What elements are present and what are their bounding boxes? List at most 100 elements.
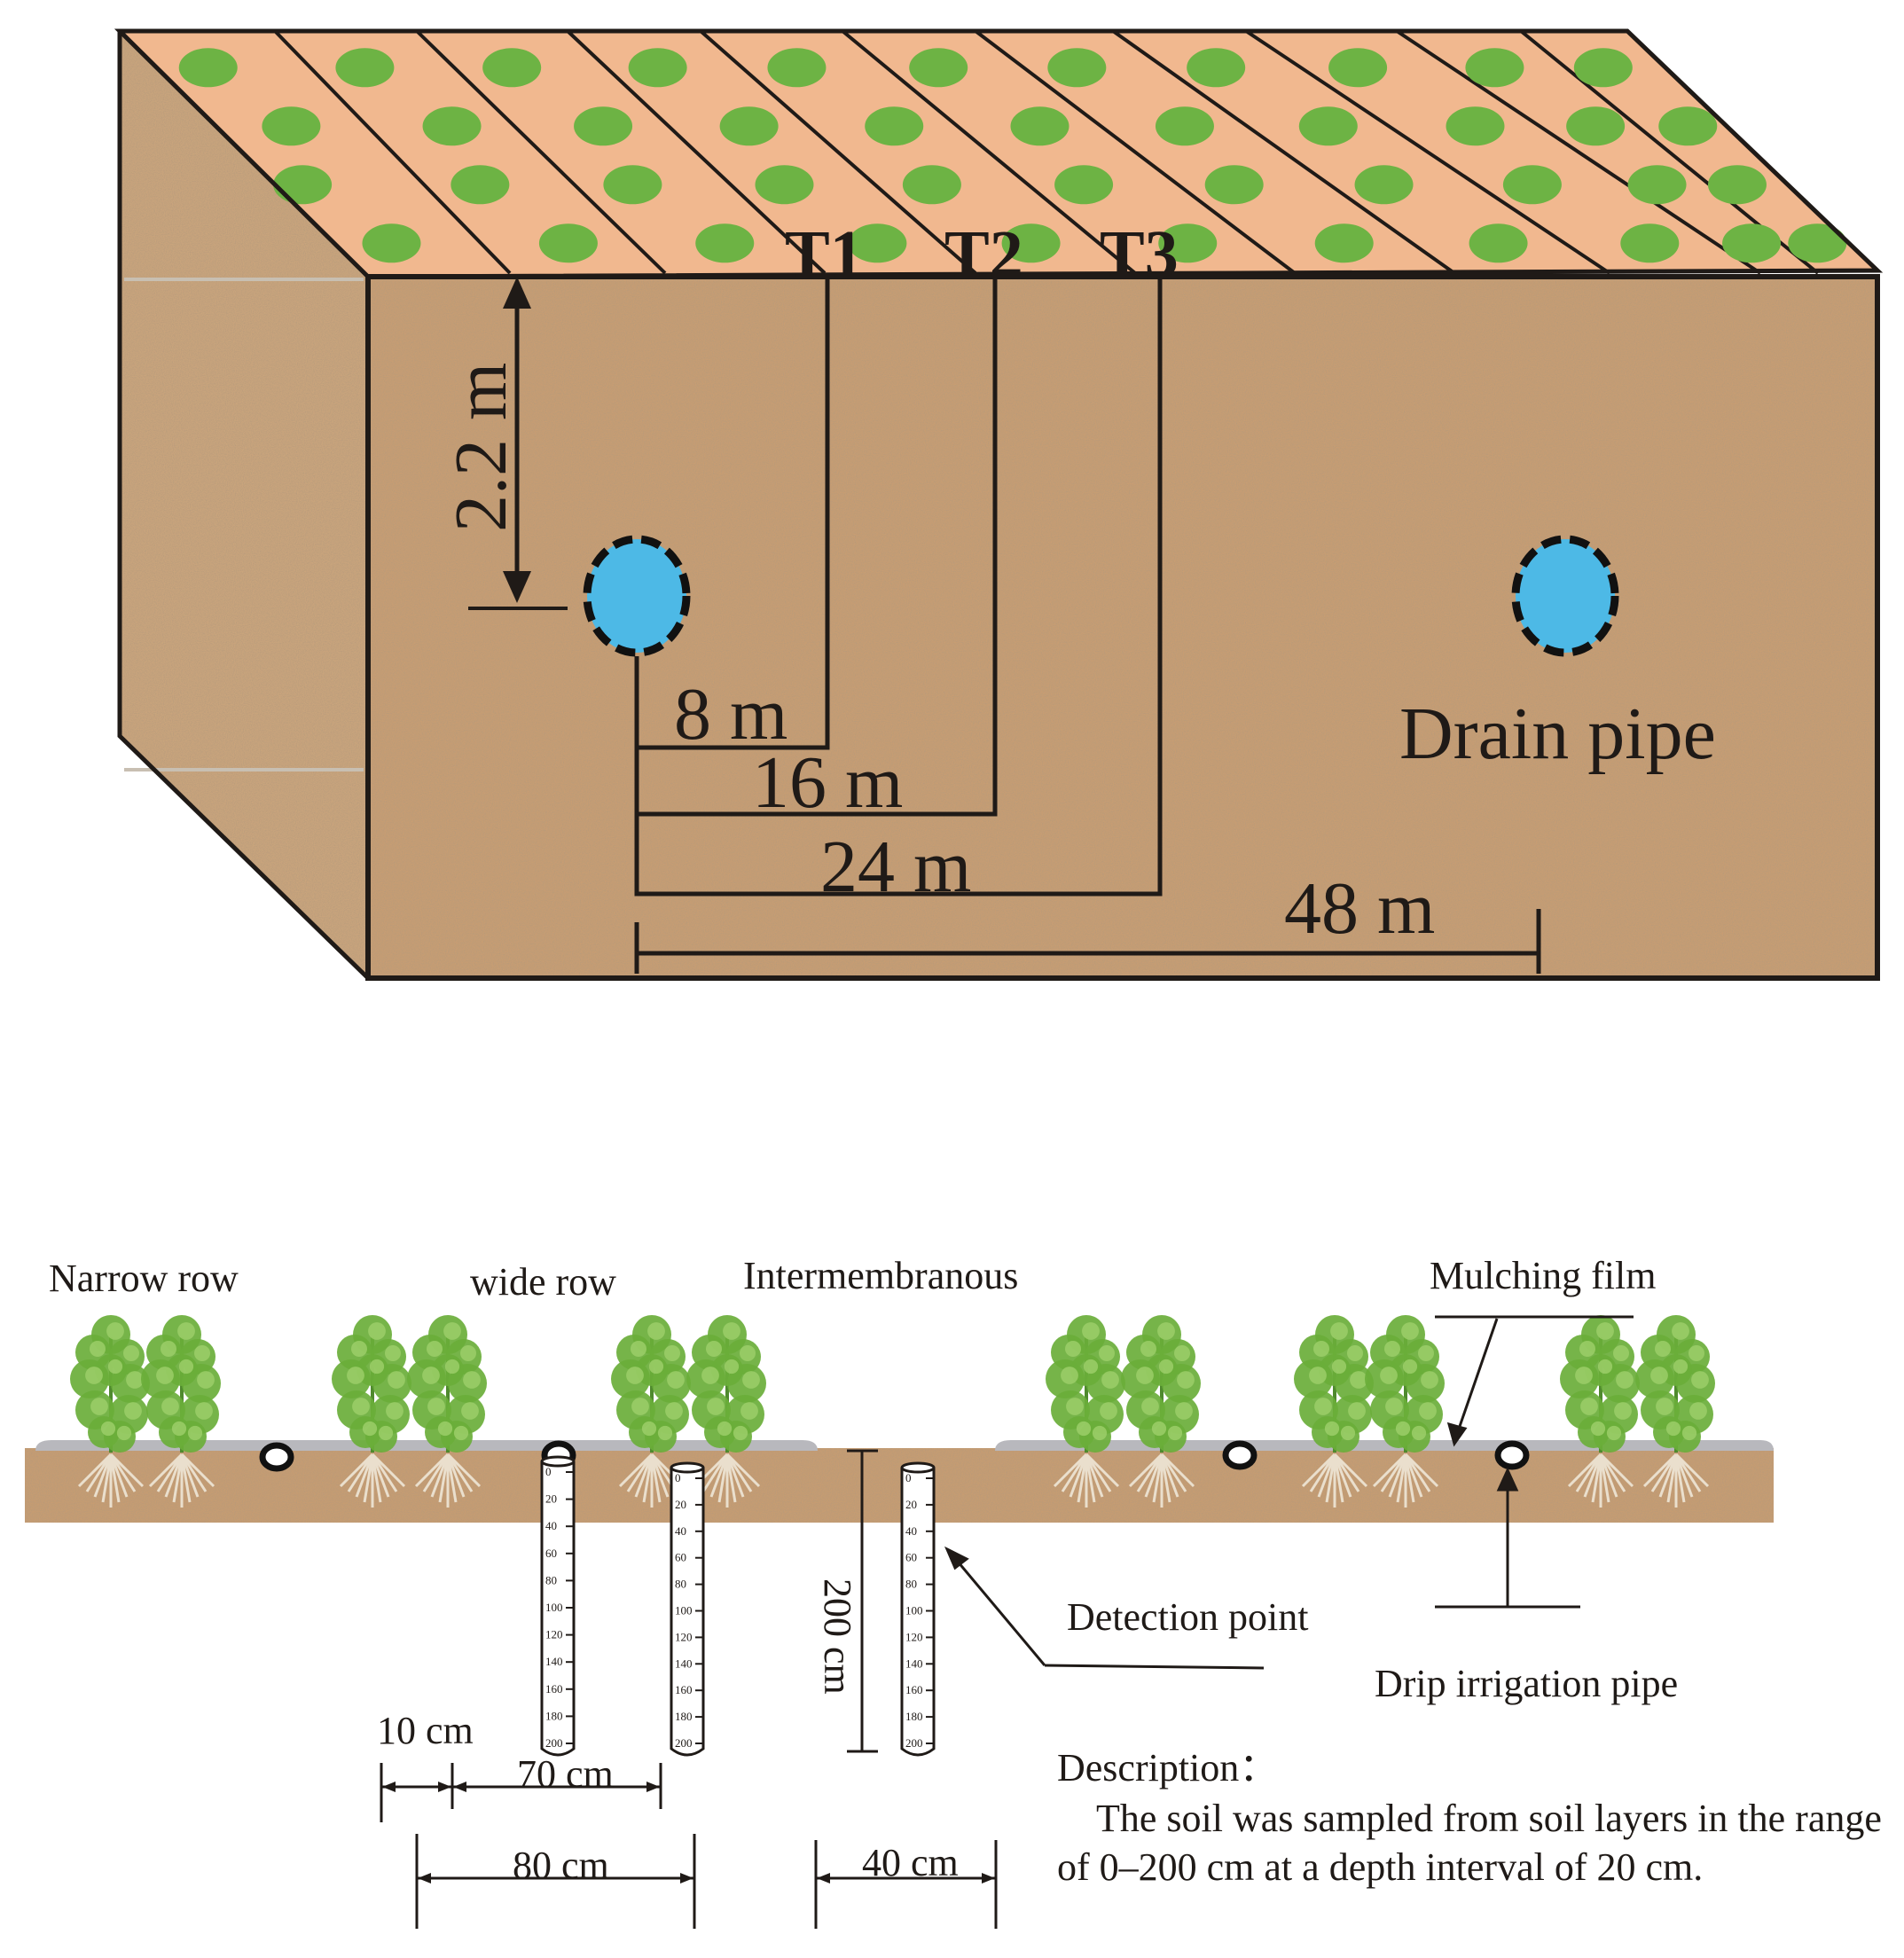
depth-arrow bbox=[468, 277, 568, 610]
description-title: Description： bbox=[1057, 1746, 1278, 1790]
plant-dot bbox=[1328, 48, 1388, 88]
sampling-tubes: 0204060801001201401601802000204060801001… bbox=[540, 1455, 936, 1757]
description-line-1: The soil was sampled from soil layers in… bbox=[1096, 1797, 1882, 1840]
spacing-dimension bbox=[634, 909, 1541, 974]
trench-lines bbox=[634, 277, 1163, 897]
plant-dot bbox=[1187, 48, 1246, 88]
plant-dot bbox=[865, 106, 924, 146]
cross-section: 0204060801001201401601802000204060801001… bbox=[25, 1315, 1774, 1757]
plant-dot bbox=[1658, 106, 1718, 146]
tube-tick-label: 200 bbox=[545, 1736, 563, 1750]
bed-separator-line bbox=[1395, 29, 1762, 275]
mulching-film-pointer bbox=[1435, 1315, 1634, 1447]
tube-tick-label: 120 bbox=[675, 1630, 693, 1643]
tube-tick-label: 20 bbox=[675, 1498, 686, 1511]
plant-dot bbox=[451, 165, 510, 205]
width-dimensions bbox=[380, 1763, 998, 1929]
trench-label-t2: T2 bbox=[944, 217, 1023, 292]
plant-dot bbox=[1158, 223, 1218, 263]
cotton-plant bbox=[1121, 1315, 1201, 1508]
tube-tick-label: 160 bbox=[905, 1683, 923, 1696]
plant-dot bbox=[538, 223, 598, 263]
plant-dot bbox=[1204, 165, 1264, 205]
cotton-plants bbox=[70, 1315, 1715, 1508]
tube-tick-label: 180 bbox=[675, 1710, 693, 1723]
plant-dot bbox=[628, 48, 687, 88]
plant-dot bbox=[362, 223, 421, 263]
plant-dot bbox=[1446, 106, 1505, 146]
tube-tick-label: 120 bbox=[545, 1628, 563, 1641]
cotton-plant bbox=[332, 1315, 411, 1508]
cotton-plant bbox=[611, 1315, 691, 1508]
bed-separator-line bbox=[1244, 29, 1611, 275]
distance-16m: 16 m bbox=[752, 741, 903, 824]
tube-tick-label: 40 bbox=[905, 1524, 917, 1538]
plant-dot bbox=[1047, 48, 1107, 88]
tube-tick-label: 100 bbox=[675, 1604, 693, 1617]
depth-200-label: 200 cm bbox=[816, 1578, 859, 1695]
tube-tick-label: 80 bbox=[905, 1578, 917, 1591]
plant-dot bbox=[1788, 223, 1847, 263]
tube-tick-label: 140 bbox=[905, 1656, 923, 1670]
plant-dot bbox=[335, 48, 395, 88]
tube-tick-label: 0 bbox=[905, 1471, 912, 1484]
cotton-plant bbox=[141, 1315, 221, 1508]
plant-dot bbox=[695, 223, 755, 263]
bed-separator-line bbox=[415, 29, 667, 275]
tube-tick-label: 20 bbox=[545, 1492, 557, 1506]
tube-tick-label: 60 bbox=[675, 1551, 686, 1564]
cotton-plant bbox=[1560, 1315, 1640, 1508]
bed-separator-line bbox=[1111, 29, 1456, 275]
cotton-plant bbox=[686, 1315, 766, 1508]
tube-tick-label: 60 bbox=[545, 1547, 557, 1560]
description-line-2: of 0–200 cm at a depth interval of 20 cm… bbox=[1057, 1845, 1703, 1889]
plant-dot bbox=[1001, 223, 1061, 263]
drain-pipe-right bbox=[1511, 535, 1619, 657]
distance-24m: 24 m bbox=[820, 826, 971, 908]
plant-dot bbox=[909, 48, 968, 88]
tube-tick-label: 200 bbox=[905, 1736, 923, 1750]
bed-separators bbox=[273, 29, 1820, 275]
plant-dot bbox=[902, 165, 961, 205]
plant-dot bbox=[178, 48, 238, 88]
plant-dot bbox=[848, 223, 907, 263]
plant-dot bbox=[1502, 165, 1562, 205]
bed-separator-line bbox=[699, 29, 977, 275]
block-top-face bbox=[120, 31, 1877, 277]
detection-point-pointer bbox=[944, 1546, 1265, 1670]
dimension-80cm: 80 cm bbox=[513, 1844, 609, 1887]
tube-tick-label: 160 bbox=[675, 1683, 693, 1696]
plant-dot bbox=[767, 48, 827, 88]
cotton-plant bbox=[1046, 1315, 1125, 1508]
plant-dot bbox=[1298, 106, 1358, 146]
mulching-film-left bbox=[35, 1440, 818, 1451]
plant-dot bbox=[1465, 48, 1524, 88]
plant-dot bbox=[1469, 223, 1528, 263]
tube-tick-label: 180 bbox=[905, 1710, 923, 1723]
cotton-plant bbox=[407, 1315, 487, 1508]
plant-dot bbox=[482, 48, 542, 88]
drip-pipe-label: Drip irrigation pipe bbox=[1375, 1662, 1678, 1705]
tube-tick-label: 140 bbox=[675, 1656, 693, 1670]
field-block bbox=[114, 28, 1884, 981]
cotton-plant bbox=[1365, 1315, 1445, 1508]
plant-dot bbox=[1707, 165, 1767, 205]
tube-tick-label: 100 bbox=[905, 1604, 923, 1617]
bed-separator-line bbox=[841, 29, 1137, 275]
tube-tick-label: 40 bbox=[675, 1524, 686, 1538]
tube-tick-label: 20 bbox=[905, 1498, 917, 1511]
tube-tick-label: 200 bbox=[675, 1736, 693, 1750]
plant-dot bbox=[273, 165, 333, 205]
plant-dot bbox=[1354, 165, 1414, 205]
tube-tick-label: 140 bbox=[545, 1655, 563, 1668]
drain-pipe-left bbox=[583, 535, 691, 657]
plant-dot bbox=[1722, 223, 1782, 263]
tube-tick-label: 180 bbox=[545, 1709, 563, 1722]
tube-tick-label: 0 bbox=[545, 1465, 552, 1478]
wide-row-label: wide row bbox=[470, 1260, 616, 1304]
plant-dot bbox=[603, 165, 662, 205]
